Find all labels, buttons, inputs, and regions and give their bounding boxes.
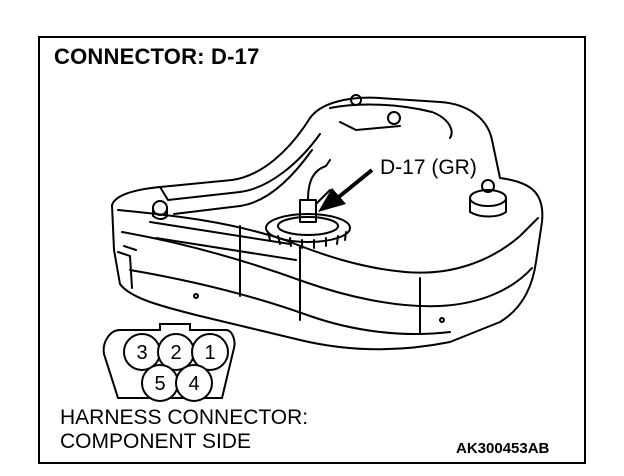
callout-arrow xyxy=(318,168,374,212)
pin-5-label: 5 xyxy=(154,373,165,395)
harness-caption-line1: HARNESS CONNECTOR: xyxy=(60,406,309,429)
pin-4-label: 4 xyxy=(188,373,199,395)
pin-1 xyxy=(191,333,229,371)
pin-1-label: 1 xyxy=(204,342,215,364)
connector-title: CONNECTOR: D-17 xyxy=(54,44,260,69)
pump-flange xyxy=(265,213,351,243)
harness-caption: HARNESS CONNECTOR: COMPONENT SIDE xyxy=(60,406,308,454)
pin-2-label: 2 xyxy=(170,342,181,364)
fuel-pump-connector xyxy=(299,199,317,223)
harness-caption-line2: COMPONENT SIDE xyxy=(60,430,251,453)
tank-top-edge xyxy=(117,209,539,274)
tank-front-contour xyxy=(121,231,533,308)
tank-outline xyxy=(111,96,544,351)
pin-3-label: 3 xyxy=(136,342,147,364)
connector-callout-label: D-17 (GR) xyxy=(378,156,479,180)
connector-face xyxy=(102,323,236,402)
pin-4 xyxy=(175,364,213,402)
figure-code: AK300453AB xyxy=(456,440,550,457)
